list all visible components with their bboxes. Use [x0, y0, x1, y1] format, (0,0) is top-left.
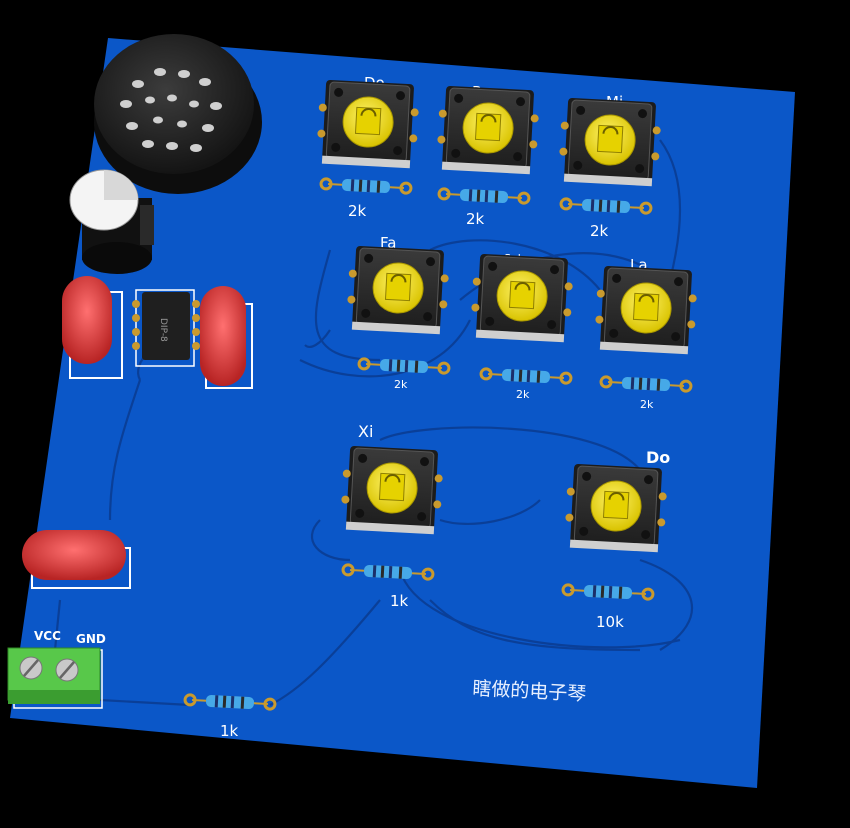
key-do[interactable]: Do 2k [314, 74, 422, 220]
key-do-resistor-label: 2k [348, 202, 367, 220]
ceramic-capacitor-bottom [22, 530, 131, 589]
key-la-resistor-label: 2k [640, 398, 654, 411]
key-mi[interactable]: Mi 2k [556, 93, 664, 240]
key-sol[interactable]: Sol 2k [468, 252, 576, 401]
key-la[interactable]: La 2k [592, 256, 700, 411]
bottom-resistor-label: 1k [220, 722, 239, 740]
vcc-label: VCC [34, 629, 61, 643]
key-do-high[interactable]: Do 10k [561, 448, 671, 631]
pcb-surface [10, 38, 795, 788]
pcb-traces [53, 139, 693, 707]
gnd-label: GND [76, 632, 106, 646]
electrolytic-capacitor-icon [69, 169, 154, 274]
ceramic-capacitor-right [200, 286, 253, 389]
key-do-high-label: Do [646, 448, 670, 467]
key-xi-label: Xi [358, 422, 373, 441]
key-xi[interactable]: Xi 1k [338, 422, 446, 610]
bottom-resistor: 1k [183, 692, 277, 740]
key-xi-resistor-label: 1k [390, 592, 409, 610]
key-fa[interactable]: Fa 2k [344, 234, 452, 391]
key-sol-resistor-label: 2k [516, 388, 530, 401]
key-re[interactable]: Re 2k [434, 83, 542, 228]
key-do-high-resistor-label: 10k [596, 613, 624, 631]
buzzer-icon [94, 34, 262, 194]
key-fa-resistor-label: 2k [394, 378, 408, 391]
ic-chip: DIP-8 [132, 289, 200, 367]
ceramic-capacitor-left [62, 276, 123, 379]
ic-label: DIP-8 [158, 318, 168, 342]
key-mi-resistor-label: 2k [590, 222, 609, 240]
key-re-resistor-label: 2k [466, 210, 485, 228]
power-terminal: VCC GND [7, 629, 106, 709]
